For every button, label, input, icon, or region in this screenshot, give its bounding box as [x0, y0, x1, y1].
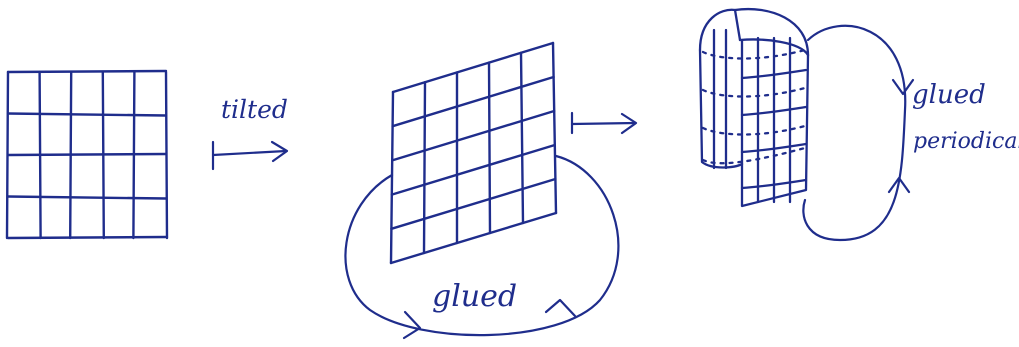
grid-line [6, 69, 168, 74]
gluing-loop [344, 154, 620, 340]
maps-to-arrow-2 [570, 111, 638, 135]
cylinder-grid-line [740, 68, 808, 80]
grid-line [391, 75, 555, 128]
rolled-cylinder [698, 7, 810, 208]
grid-line [390, 177, 557, 231]
grid-line [389, 211, 558, 265]
glued-label: glued [432, 279, 517, 314]
grid-line [6, 195, 168, 200]
cylinder-edge [698, 8, 742, 52]
cylinder-back-line [701, 86, 807, 98]
grid-line [391, 41, 555, 94]
grid-line [6, 235, 168, 240]
cylinder-back-line [701, 146, 807, 165]
grid-line [6, 112, 168, 117]
cylinder-top-curl [738, 38, 810, 57]
periodic-loop [802, 24, 915, 242]
grid-line [6, 152, 168, 157]
grid-line [422, 80, 427, 255]
tilted-label: tilted [221, 95, 288, 124]
grid-line [391, 109, 556, 162]
cylinder-edge [733, 7, 810, 208]
grid-line [551, 41, 558, 215]
maps-to-arrow-1 [211, 140, 289, 171]
cylinder-back-line [701, 48, 807, 60]
periodically-label: periodically [913, 129, 1019, 154]
grid-line [389, 90, 395, 265]
flat-grid [5, 69, 169, 240]
grid-line [487, 61, 492, 235]
tilted-grid [389, 41, 558, 265]
cylinder-back-line [701, 124, 807, 136]
cylinder-grid-line [740, 142, 808, 154]
cylinder-grid-line [740, 178, 808, 190]
grid-line [390, 143, 556, 196]
cylinder-grid-line [740, 105, 808, 117]
grid-line [519, 51, 525, 225]
glued-label-right: glued [912, 80, 986, 110]
cylinder-edge [698, 48, 744, 169]
